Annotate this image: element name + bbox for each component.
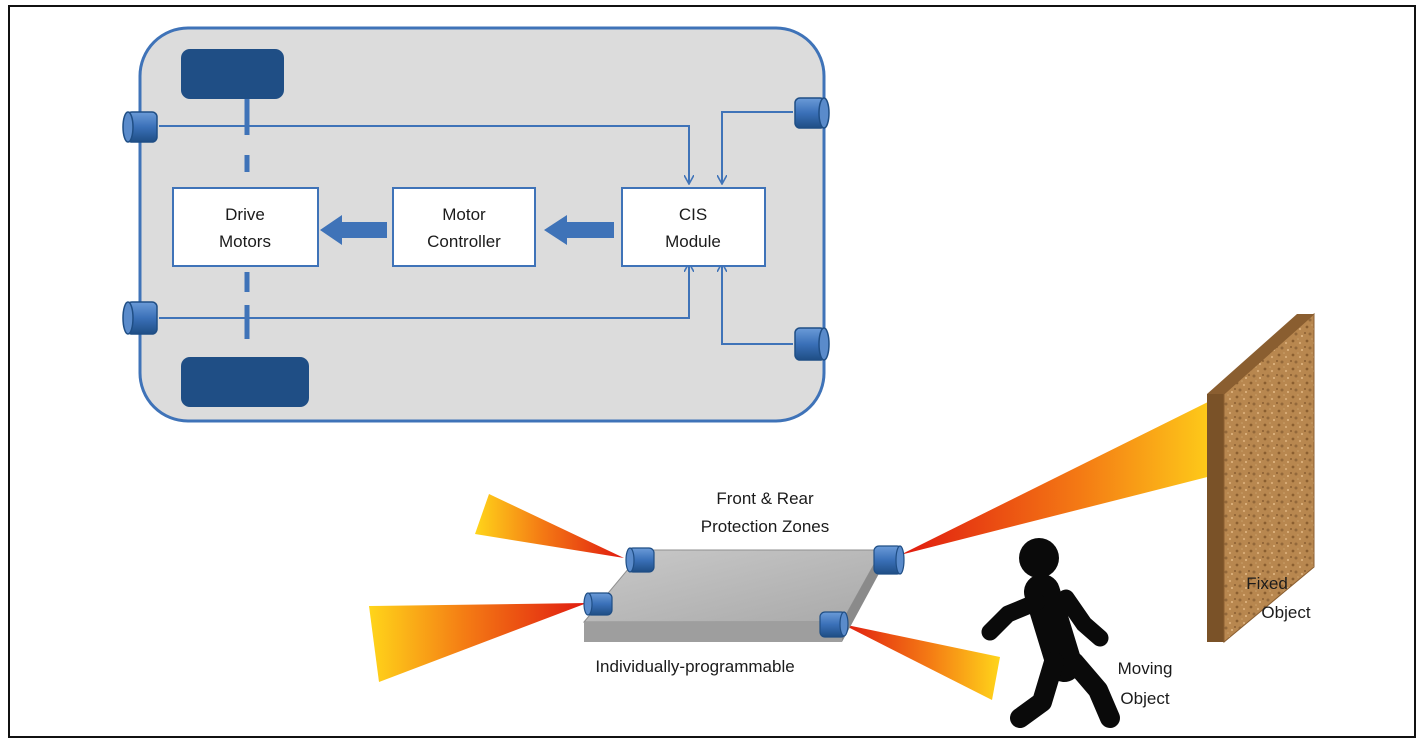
individually-programmable-label: Individually-programmable bbox=[595, 657, 794, 676]
moving-object-label-line2: Object bbox=[1120, 689, 1169, 708]
sensor-icon bbox=[122, 301, 158, 335]
drive-motors-label-line2: Motors bbox=[219, 232, 271, 251]
beam-front-left bbox=[475, 494, 624, 558]
sensor-icon bbox=[583, 592, 613, 616]
drive-motors-block: Drive Motors bbox=[172, 187, 319, 267]
protection-zones-label-line1: Front & Rear bbox=[716, 489, 814, 508]
fixed-object-label-line1: Fixed bbox=[1246, 574, 1288, 593]
protection-zone-scene: Front & Rear Protection Zones Individual… bbox=[369, 312, 1315, 728]
cis-module-block: CIS Module bbox=[621, 187, 766, 267]
beam-rear-right bbox=[842, 624, 1000, 700]
arrow-controller-to-motors bbox=[320, 215, 387, 245]
beam-front-right bbox=[900, 394, 1227, 555]
moving-object-label-line1: Moving bbox=[1118, 659, 1173, 678]
vehicle-platform bbox=[582, 549, 883, 642]
sensor-signal-lines bbox=[159, 111, 793, 345]
motor-controller-label-line1: Motor bbox=[442, 205, 486, 224]
figure-frame: Drive Motors Motor Controller CIS Module bbox=[8, 5, 1416, 738]
sensor-icon bbox=[794, 97, 830, 129]
chassis-diagram: Drive Motors Motor Controller CIS Module bbox=[122, 26, 830, 423]
beam-rear-left bbox=[369, 603, 587, 682]
motor-controller-label-line2: Controller bbox=[427, 232, 501, 251]
motor-controller-block: Motor Controller bbox=[392, 187, 536, 267]
cis-module-label-line1: CIS bbox=[679, 205, 707, 224]
sensor-icon bbox=[873, 545, 905, 575]
person-walking-icon bbox=[981, 538, 1120, 728]
arrow-cis-to-controller bbox=[544, 215, 614, 245]
wheel-icon bbox=[181, 357, 309, 407]
protection-zones-label-line2: Protection Zones bbox=[701, 517, 830, 536]
sensor-icon bbox=[625, 547, 655, 573]
wall-icon bbox=[1207, 312, 1315, 644]
cis-module-label-line2: Module bbox=[665, 232, 721, 251]
drive-motors-label-line1: Drive bbox=[225, 205, 265, 224]
sensor-icon bbox=[819, 611, 849, 638]
sensor-icon bbox=[794, 327, 830, 361]
sensor-icon bbox=[122, 111, 158, 143]
figure-canvas: Drive Motors Motor Controller CIS Module bbox=[122, 26, 1315, 728]
fixed-object-label-line2: Object bbox=[1261, 603, 1310, 622]
wheel-icon bbox=[181, 49, 284, 99]
